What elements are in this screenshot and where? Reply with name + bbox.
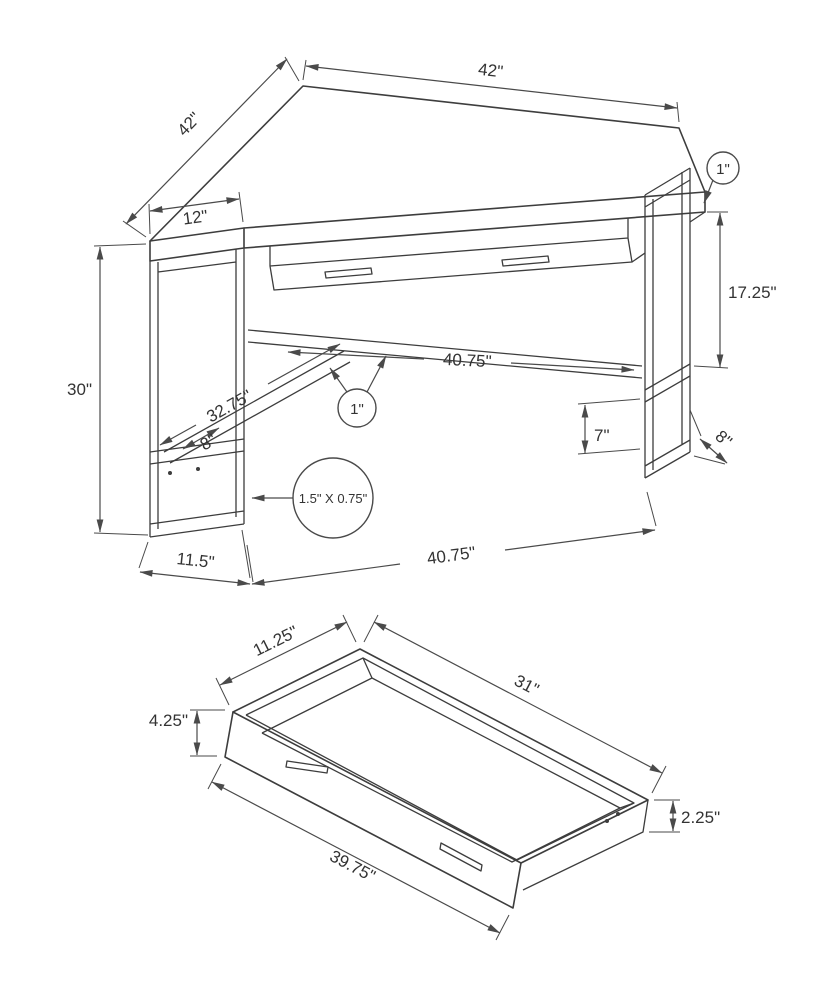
dim-label: 4.25" (149, 711, 188, 730)
right-leg-shelf (644, 363, 691, 403)
drawer-box (224, 648, 649, 909)
callout-circle (337, 388, 377, 428)
support-beam (247, 329, 643, 379)
dim-overall-height: 30" (67, 243, 149, 536)
dim-label: 40.75" (443, 350, 492, 371)
screw-hole-icon (616, 812, 620, 816)
dim-label: 1" (350, 401, 364, 418)
dim-side-edge: 12" (148, 191, 244, 235)
desk-top (149, 85, 706, 263)
drawer-view: 11.25" 31" 4.25" 2.25" 39.75" (149, 614, 720, 941)
dim-underside-to-shelf: 17.25" (693, 211, 777, 369)
dim-label: 1.5" X 0.75" (299, 491, 368, 506)
dim-label: 7" (594, 426, 610, 445)
dim-drawer-depth: 11.25" (215, 614, 357, 706)
dim-label: 42" (477, 60, 504, 82)
screw-hole-icon (605, 819, 609, 823)
dim-drawer-front-length: 39.75" (207, 763, 510, 941)
dim-label: 42" (174, 109, 205, 140)
screw-hole-icon (196, 467, 200, 471)
dim-label: 8" (197, 430, 220, 454)
dim-label: 12" (182, 206, 209, 228)
callout-top-thickness: 1" (703, 151, 740, 204)
drawer-side-wall (522, 799, 649, 891)
dim-left-shelf-depth: 8" (182, 427, 220, 454)
dim-label: 31" (511, 671, 542, 699)
desk-drawer-front (269, 218, 633, 291)
dim-label: 11.25" (250, 622, 301, 660)
dim-back-right-edge: 42" (302, 60, 680, 123)
dim-label: 8" (712, 427, 736, 452)
drawer-handle-icon (324, 255, 550, 279)
callout-tube-profile: 1.5" X 0.75" (251, 457, 374, 539)
dim-label: 1" (716, 161, 730, 178)
dim-label: 30" (67, 380, 92, 399)
dim-label: 2.25" (681, 808, 720, 827)
desk-view: 42" 42" 12" 1" 17.25" (67, 56, 777, 587)
dim-beam-length: 40.75" (287, 349, 635, 373)
callout-circle (706, 151, 740, 185)
dim-drawer-inner-length: 31" (363, 614, 667, 794)
dim-label: 32.75" (203, 386, 255, 426)
dim-label: 17.25" (728, 283, 777, 302)
screw-hole-icon (168, 471, 172, 475)
dim-brace-length: 32.75" (159, 343, 341, 446)
dim-drawer-side-height: 2.25" (649, 799, 720, 833)
dim-label: 11.5" (176, 549, 216, 572)
left-leg-frame (149, 248, 245, 538)
dim-label: 40.75" (426, 543, 477, 568)
callout-tube-thickness: 1" (329, 355, 387, 428)
dim-right-leg-depth: 8" (689, 409, 736, 465)
dim-drawer-front-height: 4.25" (149, 709, 225, 757)
dim-beam-to-shelf: 7" (577, 398, 641, 455)
dim-label: 39.75" (327, 846, 379, 885)
right-leg-frame (644, 167, 691, 479)
drawer-handle-icon (285, 760, 483, 872)
dim-leg-width: 11.5" (138, 529, 251, 587)
